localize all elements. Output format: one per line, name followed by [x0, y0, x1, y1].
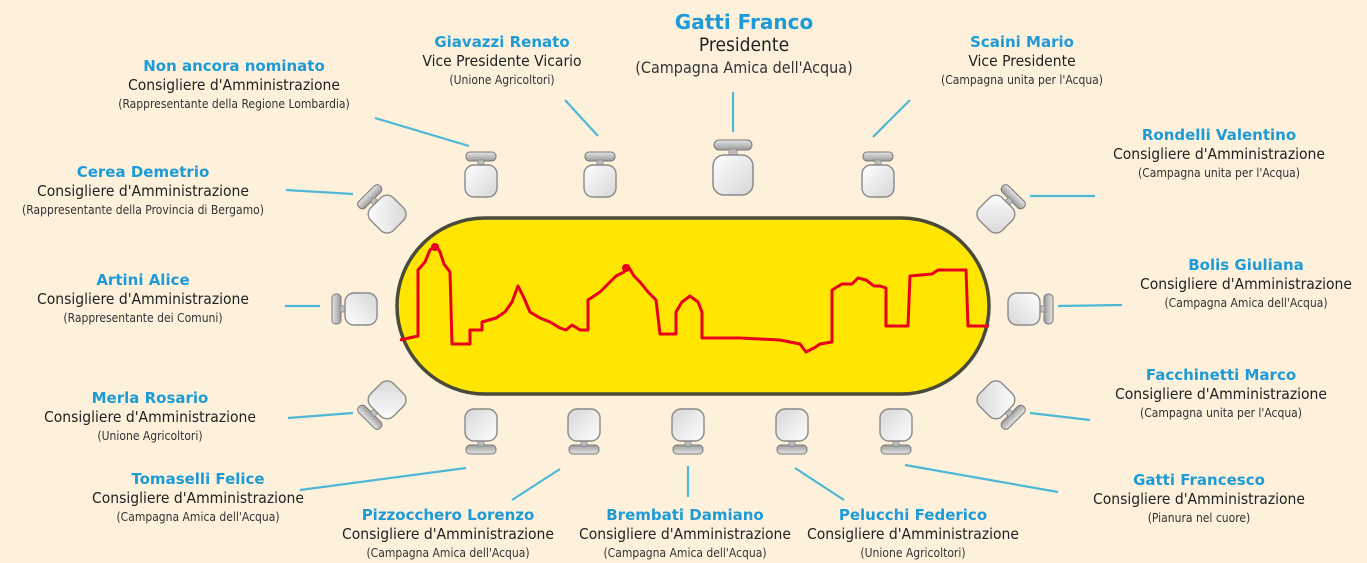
- member-name: Brembati Damiano: [606, 506, 764, 524]
- member-organization: (Campagna Amica dell'Acqua): [635, 58, 853, 77]
- chair-icon: [671, 408, 705, 455]
- member-label-cerea-demetrio: Cerea Demetrio Consigliere d'Amministraz…: [22, 163, 264, 219]
- member-organization: (Rappresentante della Regione Lombardia): [118, 97, 350, 111]
- connector-line: [564, 99, 599, 137]
- member-name: Gatti Franco: [674, 10, 814, 34]
- city-skyline-graphic: [399, 243, 989, 354]
- member-role: Consigliere d'Amministrazione: [1093, 490, 1305, 508]
- member-name: Giavazzi Renato: [434, 33, 570, 51]
- member-organization: (Rappresentante della Provincia di Berga…: [22, 203, 264, 217]
- member-name: Rondelli Valentino: [1141, 126, 1297, 144]
- chair-icon: [775, 408, 809, 455]
- member-organization: (Campagna Amica dell'Acqua): [603, 546, 767, 560]
- member-role: Vice Presidente: [968, 52, 1076, 70]
- member-label-facchinetti-marco: Facchinetti Marco Consigliere d'Amminist…: [1115, 366, 1327, 422]
- member-organization: (Rappresentante dei Comuni): [63, 311, 223, 325]
- member-label-vice-president: Scaini Mario Vice Presidente (Campagna u…: [941, 33, 1103, 89]
- connector-line: [374, 116, 470, 148]
- member-organization: (Campagna unita per l'Acqua): [1139, 406, 1303, 420]
- member-label-rondelli-valentino: Rondelli Valentino Consigliere d'Amminis…: [1113, 126, 1325, 182]
- connector-lines: [285, 92, 1123, 501]
- member-name: Bolis Giuliana: [1188, 256, 1304, 274]
- chair-icon: [972, 181, 1029, 238]
- member-label-brembati-damiano: Brembati Damiano Consigliere d'Amministr…: [579, 506, 791, 562]
- member-label-artini-alice: Artini Alice Consigliere d'Amministrazio…: [37, 271, 249, 327]
- member-name: Scaini Mario: [970, 33, 1074, 51]
- member-name: Artini Alice: [96, 271, 190, 289]
- connector-line: [299, 466, 467, 492]
- member-name: Pizzocchero Lorenzo: [361, 506, 535, 524]
- chair-icon: [583, 151, 617, 198]
- member-name: Non ancora nominato: [143, 57, 325, 75]
- chair-icon: [972, 376, 1029, 433]
- member-name: Pelucchi Federico: [838, 506, 988, 524]
- member-organization: (Campagna unita per l'Acqua): [1137, 166, 1301, 180]
- chair-icon: [464, 408, 498, 455]
- member-organization: (Unione Agricoltori): [449, 73, 555, 87]
- chair-icon: [331, 292, 378, 326]
- member-name: Cerea Demetrio: [76, 163, 210, 181]
- member-role: Consigliere d'Amministrazione: [1140, 275, 1352, 293]
- chair-icon: [464, 151, 498, 198]
- connector-line: [285, 188, 354, 196]
- member-label-pizzocchero-lorenzo: Pizzocchero Lorenzo Consigliere d'Ammini…: [342, 506, 554, 562]
- member-organization: (Campagna Amica dell'Acqua): [366, 546, 530, 560]
- member-label-pelucchi-federico: Pelucchi Federico Consigliere d'Amminist…: [807, 506, 1019, 562]
- chair-icon: [712, 139, 754, 196]
- connector-line: [1029, 411, 1091, 422]
- member-label-bolis-giuliana: Bolis Giuliana Consigliere d'Amministraz…: [1140, 256, 1352, 312]
- connector-line: [794, 467, 845, 501]
- member-organization: (Unione Agricoltori): [860, 546, 966, 560]
- connector-line: [1057, 303, 1123, 308]
- connector-line: [287, 411, 354, 420]
- member-name: Merla Rosario: [91, 389, 209, 407]
- member-role: Consigliere d'Amministrazione: [1113, 145, 1325, 163]
- member-label-gatti-francesco: Gatti Francesco Consigliere d'Amministra…: [1093, 471, 1305, 527]
- member-organization: (Campagna unita per l'Acqua): [940, 73, 1104, 87]
- member-organization: (Campagna Amica dell'Acqua): [116, 510, 280, 524]
- member-organization: (Unione Agricoltori): [97, 429, 203, 443]
- chair-icon: [1007, 292, 1054, 326]
- member-organization: (Pianura nel cuore): [1147, 511, 1251, 525]
- member-role: Consigliere d'Amministrazione: [342, 525, 554, 543]
- member-role: Consigliere d'Amministrazione: [37, 182, 249, 200]
- chair-icon: [879, 408, 913, 455]
- conference-table: [395, 216, 991, 396]
- member-role: Consigliere d'Amministrazione: [1115, 385, 1327, 403]
- chair-icon: [567, 408, 601, 455]
- connector-line: [511, 468, 561, 501]
- member-role: Consigliere d'Amministrazione: [128, 76, 340, 94]
- member-label-tomaselli-felice: Tomaselli Felice Consigliere d'Amministr…: [92, 470, 304, 526]
- member-role: Consigliere d'Amministrazione: [37, 290, 249, 308]
- member-role: Consigliere d'Amministrazione: [44, 408, 256, 426]
- member-name: Facchinetti Marco: [1145, 366, 1297, 384]
- member-role: Presidente: [698, 34, 790, 56]
- connector-line: [872, 99, 911, 138]
- member-organization: (Campagna Amica dell'Acqua): [1164, 296, 1328, 310]
- chair-icon: [354, 181, 411, 238]
- chair-icon: [861, 151, 895, 198]
- member-name: Gatti Francesco: [1133, 471, 1265, 489]
- member-role: Consigliere d'Amministrazione: [92, 489, 304, 507]
- member-role: Consigliere d'Amministrazione: [579, 525, 791, 543]
- member-label-merla-rosario: Merla Rosario Consigliere d'Amministrazi…: [44, 389, 256, 445]
- member-label-vice-president-vicario: Giavazzi Renato Vice Presidente Vicario …: [422, 33, 581, 89]
- member-role: Consigliere d'Amministrazione: [807, 525, 1019, 543]
- connector-line: [904, 463, 1059, 494]
- member-label-regione-lombardia: Non ancora nominato Consigliere d'Ammini…: [118, 57, 350, 113]
- member-label-president: Gatti Franco Presidente (Campagna Amica …: [635, 10, 852, 79]
- member-role: Vice Presidente Vicario: [422, 52, 582, 70]
- member-name: Tomaselli Felice: [131, 470, 265, 488]
- chair-icon: [354, 376, 411, 433]
